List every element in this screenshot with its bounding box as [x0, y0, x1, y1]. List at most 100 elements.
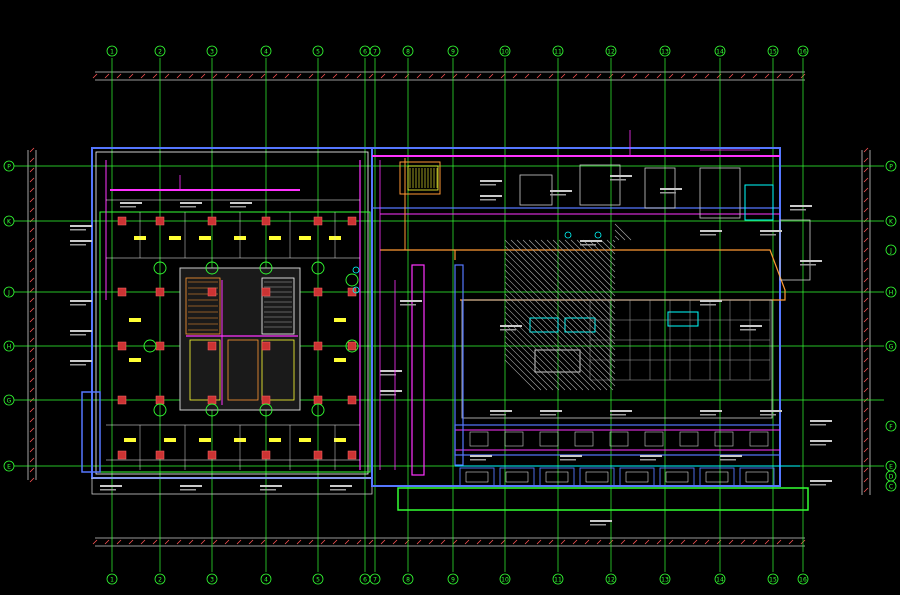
dim-tick [863, 257, 869, 263]
room-tag [129, 358, 141, 362]
dim-tick [152, 539, 158, 545]
dim-tick [29, 317, 35, 323]
text-mark [760, 410, 782, 412]
dim-tick [272, 539, 278, 545]
grid-bubble [767, 573, 779, 585]
room-fixture [665, 471, 689, 483]
dim-tick [863, 177, 869, 183]
marker [352, 266, 360, 274]
grid-bubble-label: 1 [110, 577, 114, 584]
column [207, 395, 217, 405]
text-mark [580, 244, 596, 246]
grid-bubble-label: J [7, 290, 10, 297]
text-mark [470, 459, 486, 461]
room [469, 431, 489, 447]
text-mark [800, 260, 822, 262]
grid-bubble-label: 11 [554, 577, 562, 584]
hatch-line [516, 239, 616, 339]
grid-bubble-label: 12 [607, 49, 615, 56]
grid-bubble [106, 45, 118, 57]
dim-tick [380, 73, 386, 79]
dim-tick [368, 73, 374, 79]
dim-tick [104, 539, 110, 545]
dim-tick [29, 447, 35, 453]
grid-bubble [402, 573, 414, 585]
dim-tick [29, 467, 35, 473]
text-mark [380, 394, 396, 396]
grid-bubble [885, 160, 897, 172]
left-block [81, 147, 373, 495]
text-mark [70, 334, 86, 336]
dim-tick [200, 73, 206, 79]
grid-bubble [154, 45, 166, 57]
text-mark [760, 234, 776, 236]
room [499, 467, 535, 487]
dim-tick [29, 437, 35, 443]
dim-tick [332, 539, 338, 545]
hatch-line [504, 269, 616, 381]
dim-tick [680, 73, 686, 79]
dim-tick [863, 277, 869, 283]
grid-bubble [260, 45, 272, 57]
dim-tick [596, 73, 602, 79]
dim-tick [656, 73, 662, 79]
text-mark [640, 455, 662, 457]
grid-bubble [797, 45, 809, 57]
dim-tick [644, 539, 650, 545]
text-mark [700, 234, 716, 236]
grid-bubble [659, 573, 671, 585]
room-tag [334, 438, 346, 442]
hatch-line [504, 281, 614, 391]
grid-bubble [312, 45, 324, 57]
dim-tick [632, 73, 638, 79]
dim-tick [560, 539, 566, 545]
hatch-line [504, 245, 616, 357]
dim-tick [308, 539, 314, 545]
dim-tick [188, 539, 194, 545]
text-mark [70, 225, 92, 227]
text-mark [810, 484, 826, 486]
text-mark [610, 414, 626, 416]
dim-tick [464, 73, 470, 79]
grid-bubble [552, 573, 564, 585]
text-mark [70, 244, 86, 246]
dim-tick [176, 73, 182, 79]
grid-bubble [885, 480, 897, 492]
text-mark [810, 444, 826, 446]
hatch-line [504, 293, 602, 391]
dim-tick [863, 477, 869, 483]
plaza-hatch [504, 223, 632, 391]
text-mark [810, 480, 832, 482]
grid-bubble-label: G [889, 344, 894, 351]
dim-tick [29, 247, 35, 253]
column [261, 341, 271, 351]
dim-tick [728, 539, 734, 545]
text-mark [180, 489, 196, 491]
room [714, 431, 734, 447]
dim-tick [320, 73, 326, 79]
dim-tick [728, 73, 734, 79]
text-mark [480, 195, 502, 197]
dim-tick [200, 539, 206, 545]
dim-tick [863, 457, 869, 463]
dim-tick [224, 73, 230, 79]
text-mark [330, 485, 352, 487]
dim-tick [524, 539, 530, 545]
grid-bubble-label: 10 [501, 49, 509, 56]
column [155, 216, 165, 226]
dim-tick [29, 297, 35, 303]
dim-tick [272, 73, 278, 79]
dim-tick [863, 247, 869, 253]
room-fixture [545, 471, 569, 483]
dim-tick [704, 73, 710, 79]
hatch-line [504, 329, 566, 391]
annotations [70, 130, 832, 526]
grid-bubble-label: 11 [554, 49, 562, 56]
column [261, 287, 271, 297]
dim-tick [164, 539, 170, 545]
grid-bubble-label: 6 [363, 577, 367, 584]
hatch-line [504, 335, 560, 391]
grid-bubble-label: 6 [363, 49, 367, 56]
hatch-line [612, 239, 616, 243]
text-mark [70, 300, 92, 302]
